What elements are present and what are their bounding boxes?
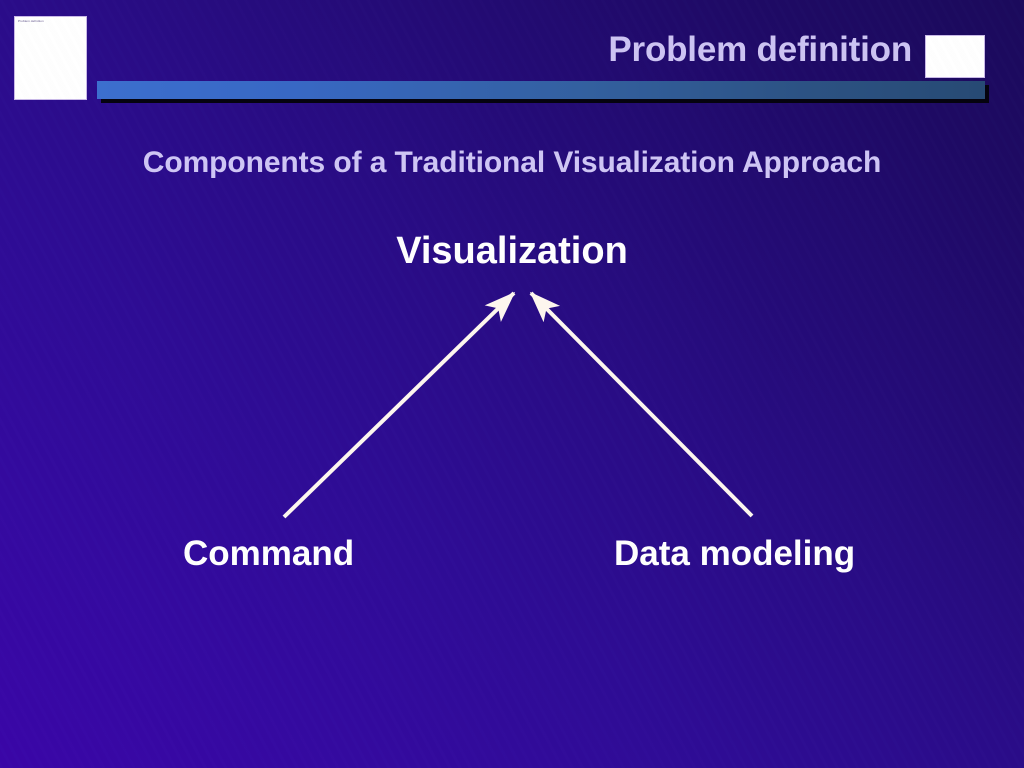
slide-subtitle: Components of a Traditional Visualizatio…	[142, 146, 882, 179]
page-title: Problem definition	[608, 30, 912, 69]
diagram-node-data-modeling: Data modeling	[614, 534, 856, 573]
arrow-command-to-visualization	[282, 291, 516, 519]
title-accent-bar	[97, 81, 989, 103]
slide-thumbnail-left-caption: Problem definition	[18, 19, 44, 23]
slide-thumbnail-left: Problem definition	[14, 16, 87, 100]
diagram-node-visualization: Visualization	[396, 230, 628, 272]
diagram-node-command: Command	[183, 534, 355, 573]
slide-thumbnail-right	[925, 35, 985, 78]
arrow-data-modeling-to-visualization	[529, 291, 754, 518]
title-accent-bar-fill	[97, 81, 985, 99]
